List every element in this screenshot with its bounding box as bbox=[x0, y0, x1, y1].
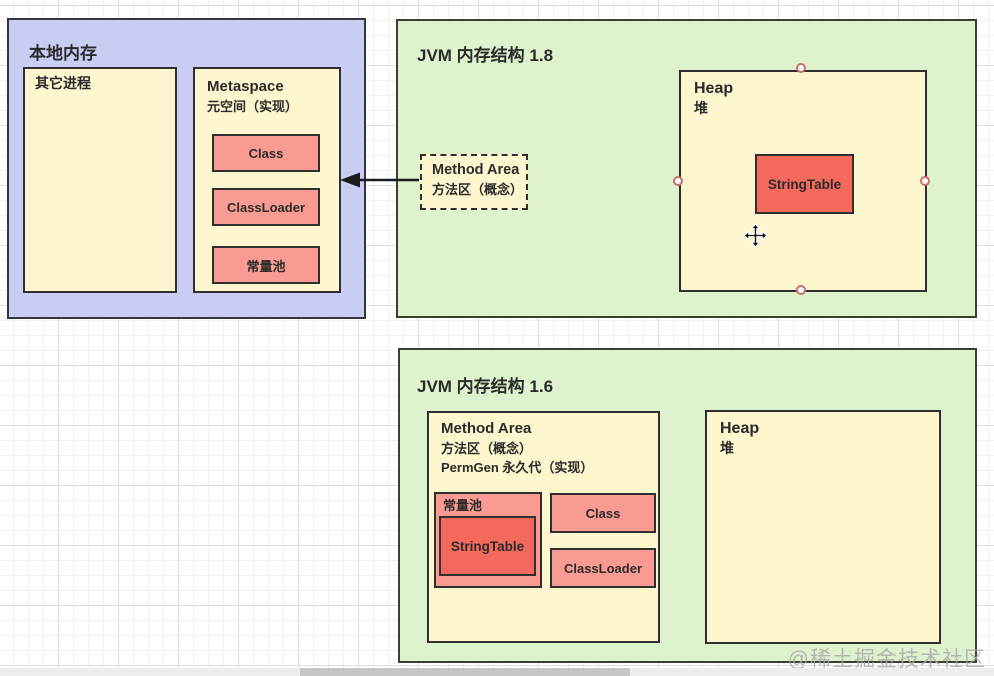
selection-handle-bottom[interactable] bbox=[796, 285, 806, 295]
metaspace-constant-pool-block[interactable]: 常量池 bbox=[212, 246, 320, 284]
arrow-method-area-to-metaspace[interactable] bbox=[330, 165, 430, 195]
jvm18-stringtable-label: StringTable bbox=[767, 176, 842, 192]
jvm16-constant-pool-label: 常量池 bbox=[443, 498, 483, 513]
jvm16-method-area-subtitle: 方法区（概念） bbox=[441, 441, 533, 456]
selection-handle-top[interactable] bbox=[796, 63, 806, 73]
other-process-box[interactable]: 其它进程 bbox=[23, 67, 177, 293]
local-memory-title: 本地内存 bbox=[29, 44, 97, 63]
jvm16-stringtable-block[interactable]: StringTable bbox=[439, 516, 536, 576]
jvm18-method-area-title: Method Area bbox=[432, 162, 520, 178]
other-process-label: 其它进程 bbox=[35, 75, 91, 91]
metaspace-constant-pool-label: 常量池 bbox=[246, 258, 286, 274]
selection-handle-left[interactable] bbox=[673, 176, 683, 186]
jvm18-heap-subtitle: 堆 bbox=[694, 100, 708, 116]
move-cursor-icon bbox=[743, 223, 768, 248]
jvm18-title: JVM 内存结构 1.8 bbox=[417, 46, 554, 65]
jvm16-method-area-title: Method Area bbox=[441, 420, 532, 437]
metaspace-subtitle: 元空间（实现） bbox=[207, 99, 299, 114]
jvm18-heap-box[interactable]: Heap 堆 StringTable bbox=[679, 70, 927, 292]
metaspace-box[interactable]: Metaspace 元空间（实现） Class ClassLoader 常量池 bbox=[193, 67, 341, 293]
jvm16-class-block[interactable]: Class bbox=[550, 493, 656, 533]
jvm18-heap-title: Heap bbox=[694, 80, 734, 97]
jvm16-method-area-implementation: PermGen 永久代（实现） bbox=[441, 460, 594, 475]
jvm18-method-area-subtitle: 方法区（概念） bbox=[432, 182, 524, 197]
jvm16-classloader-block[interactable]: ClassLoader bbox=[550, 548, 656, 588]
jvm18-stringtable-block[interactable]: StringTable bbox=[755, 154, 854, 214]
jvm16-constant-pool-block[interactable]: 常量池 StringTable bbox=[434, 492, 542, 588]
jvm16-method-area-box[interactable]: Method Area 方法区（概念） PermGen 永久代（实现） 常量池 … bbox=[427, 411, 660, 643]
jvm16-classloader-label: ClassLoader bbox=[563, 560, 643, 576]
local-memory-box[interactable]: 本地内存 其它进程 Metaspace 元空间（实现） Class ClassL… bbox=[7, 18, 366, 319]
jvm16-heap-box[interactable]: Heap 堆 bbox=[705, 410, 941, 644]
jvm18-box[interactable]: JVM 内存结构 1.8 Method Area 方法区（概念） Heap 堆 … bbox=[396, 19, 977, 318]
selection-handle-right[interactable] bbox=[920, 176, 930, 186]
jvm16-title: JVM 内存结构 1.6 bbox=[417, 377, 554, 396]
metaspace-class-block[interactable]: Class bbox=[212, 134, 320, 172]
jvm16-heap-title: Heap bbox=[720, 420, 760, 437]
metaspace-class-label: Class bbox=[248, 145, 284, 161]
horizontal-scrollbar-thumb[interactable] bbox=[300, 668, 630, 676]
jvm16-heap-subtitle: 堆 bbox=[720, 440, 734, 456]
jvm16-class-label: Class bbox=[585, 505, 621, 521]
metaspace-classloader-block[interactable]: ClassLoader bbox=[212, 188, 320, 226]
jvm16-stringtable-label: StringTable bbox=[450, 538, 525, 554]
horizontal-scrollbar-track[interactable] bbox=[0, 668, 994, 676]
metaspace-title: Metaspace bbox=[207, 78, 284, 95]
jvm16-box[interactable]: JVM 内存结构 1.6 Method Area 方法区（概念） PermGen… bbox=[398, 348, 977, 663]
watermark: @稀土掘金技术社区 bbox=[787, 648, 986, 671]
jvm18-method-area-box[interactable]: Method Area 方法区（概念） bbox=[420, 154, 528, 210]
metaspace-classloader-label: ClassLoader bbox=[226, 199, 306, 215]
